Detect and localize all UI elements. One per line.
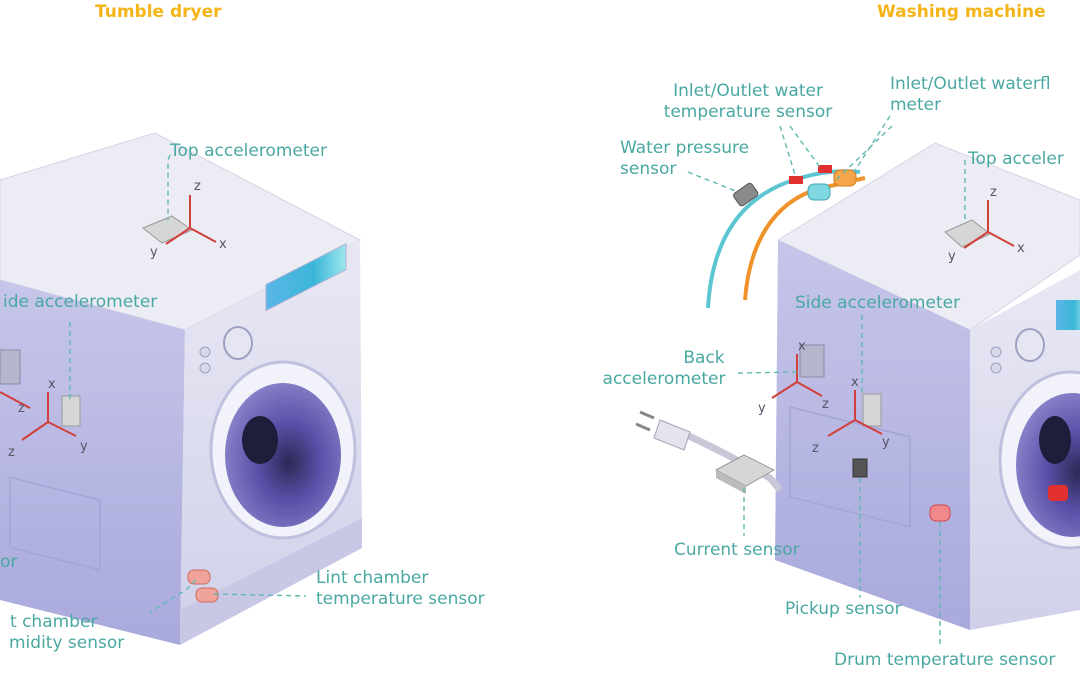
axis-label-z: z xyxy=(8,445,15,460)
washer-back-accelerometer-label: Back accelerometer xyxy=(602,348,726,389)
washer-back-axis-gizmo xyxy=(771,354,823,399)
washer-pressure-sensor xyxy=(733,182,759,207)
dryer-lint-temperature-label: Lint chamber temperature sensor xyxy=(316,568,485,609)
axis-label-y: y xyxy=(758,401,766,416)
dryer-lint-humidity-label: t chamber midity sensor xyxy=(9,612,125,653)
axis-label-y: y xyxy=(150,245,158,260)
power-cord xyxy=(678,428,783,493)
dryer-top-accelerometer-label: Top accelerometer xyxy=(170,141,327,161)
dryer-drum xyxy=(225,383,341,527)
axis-label-z: z xyxy=(194,179,201,194)
current-sensor-box-front xyxy=(716,470,746,494)
cold-water-hose xyxy=(706,169,861,309)
current-sensor-box xyxy=(714,454,776,487)
dryer-side-accelerometer-label: ide accelerometer xyxy=(3,292,158,312)
washer-current-sensor-label: Current sensor xyxy=(674,540,800,560)
washer-side-axis-gizmo xyxy=(827,390,883,437)
dryer-base xyxy=(180,518,362,645)
plug-pin xyxy=(635,422,651,432)
washing-machine: z x y x z y x y z xyxy=(635,115,1080,648)
axis-label-z: z xyxy=(822,397,829,412)
plug-body xyxy=(653,419,691,451)
dryer-button xyxy=(199,362,211,374)
dryer-lint-temperature-sensor xyxy=(187,569,211,585)
tumble-dryer: z x y x y z z xyxy=(0,132,362,645)
axis-label-x: x xyxy=(1017,241,1025,256)
dryer-side-axis-gizmo xyxy=(21,392,77,441)
axis-label-y: y xyxy=(882,435,890,450)
dryer-left-accelerometer-box xyxy=(0,349,21,385)
dryer-partial-label: or xyxy=(0,552,18,572)
washer-door-sensor xyxy=(1048,485,1068,501)
washer-water-pressure-label: Water pressure sensor xyxy=(620,138,750,179)
washer-knob xyxy=(1015,328,1045,362)
axis-label-y: y xyxy=(80,439,88,454)
washer-water-temperature-label: Inlet/Outlet water temperature sensor xyxy=(663,81,833,122)
axis-label-z: z xyxy=(812,441,819,456)
washer-pickup-sensor xyxy=(852,458,868,478)
washer-drum-temperature-sensor xyxy=(929,504,951,522)
axis-label-x: x xyxy=(219,237,227,252)
axis-label-x: x xyxy=(851,375,859,390)
axis-label-y: y xyxy=(948,249,956,264)
washer-button xyxy=(990,346,1002,358)
dryer-side-panel xyxy=(9,476,101,571)
washer-drum-center xyxy=(1039,416,1071,464)
axis-label-z: z xyxy=(990,185,997,200)
washer-cold-flow-meter xyxy=(807,183,831,201)
washer-water-flow-label: Inlet/Outlet waterfl meter xyxy=(890,74,1051,115)
dryer-title: Tumble dryer xyxy=(95,2,222,22)
washer-title: Washing machine xyxy=(877,2,1046,22)
axis-label-x: x xyxy=(48,377,56,392)
axis-label-x: x xyxy=(798,339,806,354)
dryer-drum-center xyxy=(242,416,278,464)
axis-label-z: z xyxy=(18,401,25,416)
dryer-display xyxy=(265,242,347,312)
washer-water-temperature-sensor xyxy=(789,176,803,184)
washer-back-accelerometer-box xyxy=(799,344,825,378)
washer-button xyxy=(990,362,1002,374)
dryer-leader-lines xyxy=(69,154,307,613)
washer-leader-lines xyxy=(687,115,966,648)
washer-top-accelerometer-label: Top acceler xyxy=(968,149,1064,169)
washer-pickup-sensor-label: Pickup sensor xyxy=(785,599,902,619)
washer-side-face xyxy=(775,240,970,630)
washer-display xyxy=(1056,300,1080,330)
washer-side-accelerometer-label: Side accelerometer xyxy=(795,293,961,313)
washer-drum-temperature-label: Drum temperature sensor xyxy=(834,650,1056,670)
dryer-side-face xyxy=(0,280,185,645)
dryer-knob xyxy=(223,326,253,360)
dryer-side-accelerometer-box xyxy=(61,395,81,427)
dryer-button xyxy=(199,346,211,358)
dryer-lint-humidity-sensor xyxy=(195,587,219,603)
washer-water-temperature-sensor xyxy=(818,165,832,173)
washer-hot-flow-meter xyxy=(833,169,857,187)
dryer-left-axis-gizmo xyxy=(0,391,31,409)
washer-side-accelerometer-box xyxy=(862,393,882,427)
dryer-top-axis-gizmo xyxy=(165,195,217,245)
washer-top-axis-gizmo xyxy=(963,200,1015,249)
plug-pin xyxy=(639,410,655,420)
